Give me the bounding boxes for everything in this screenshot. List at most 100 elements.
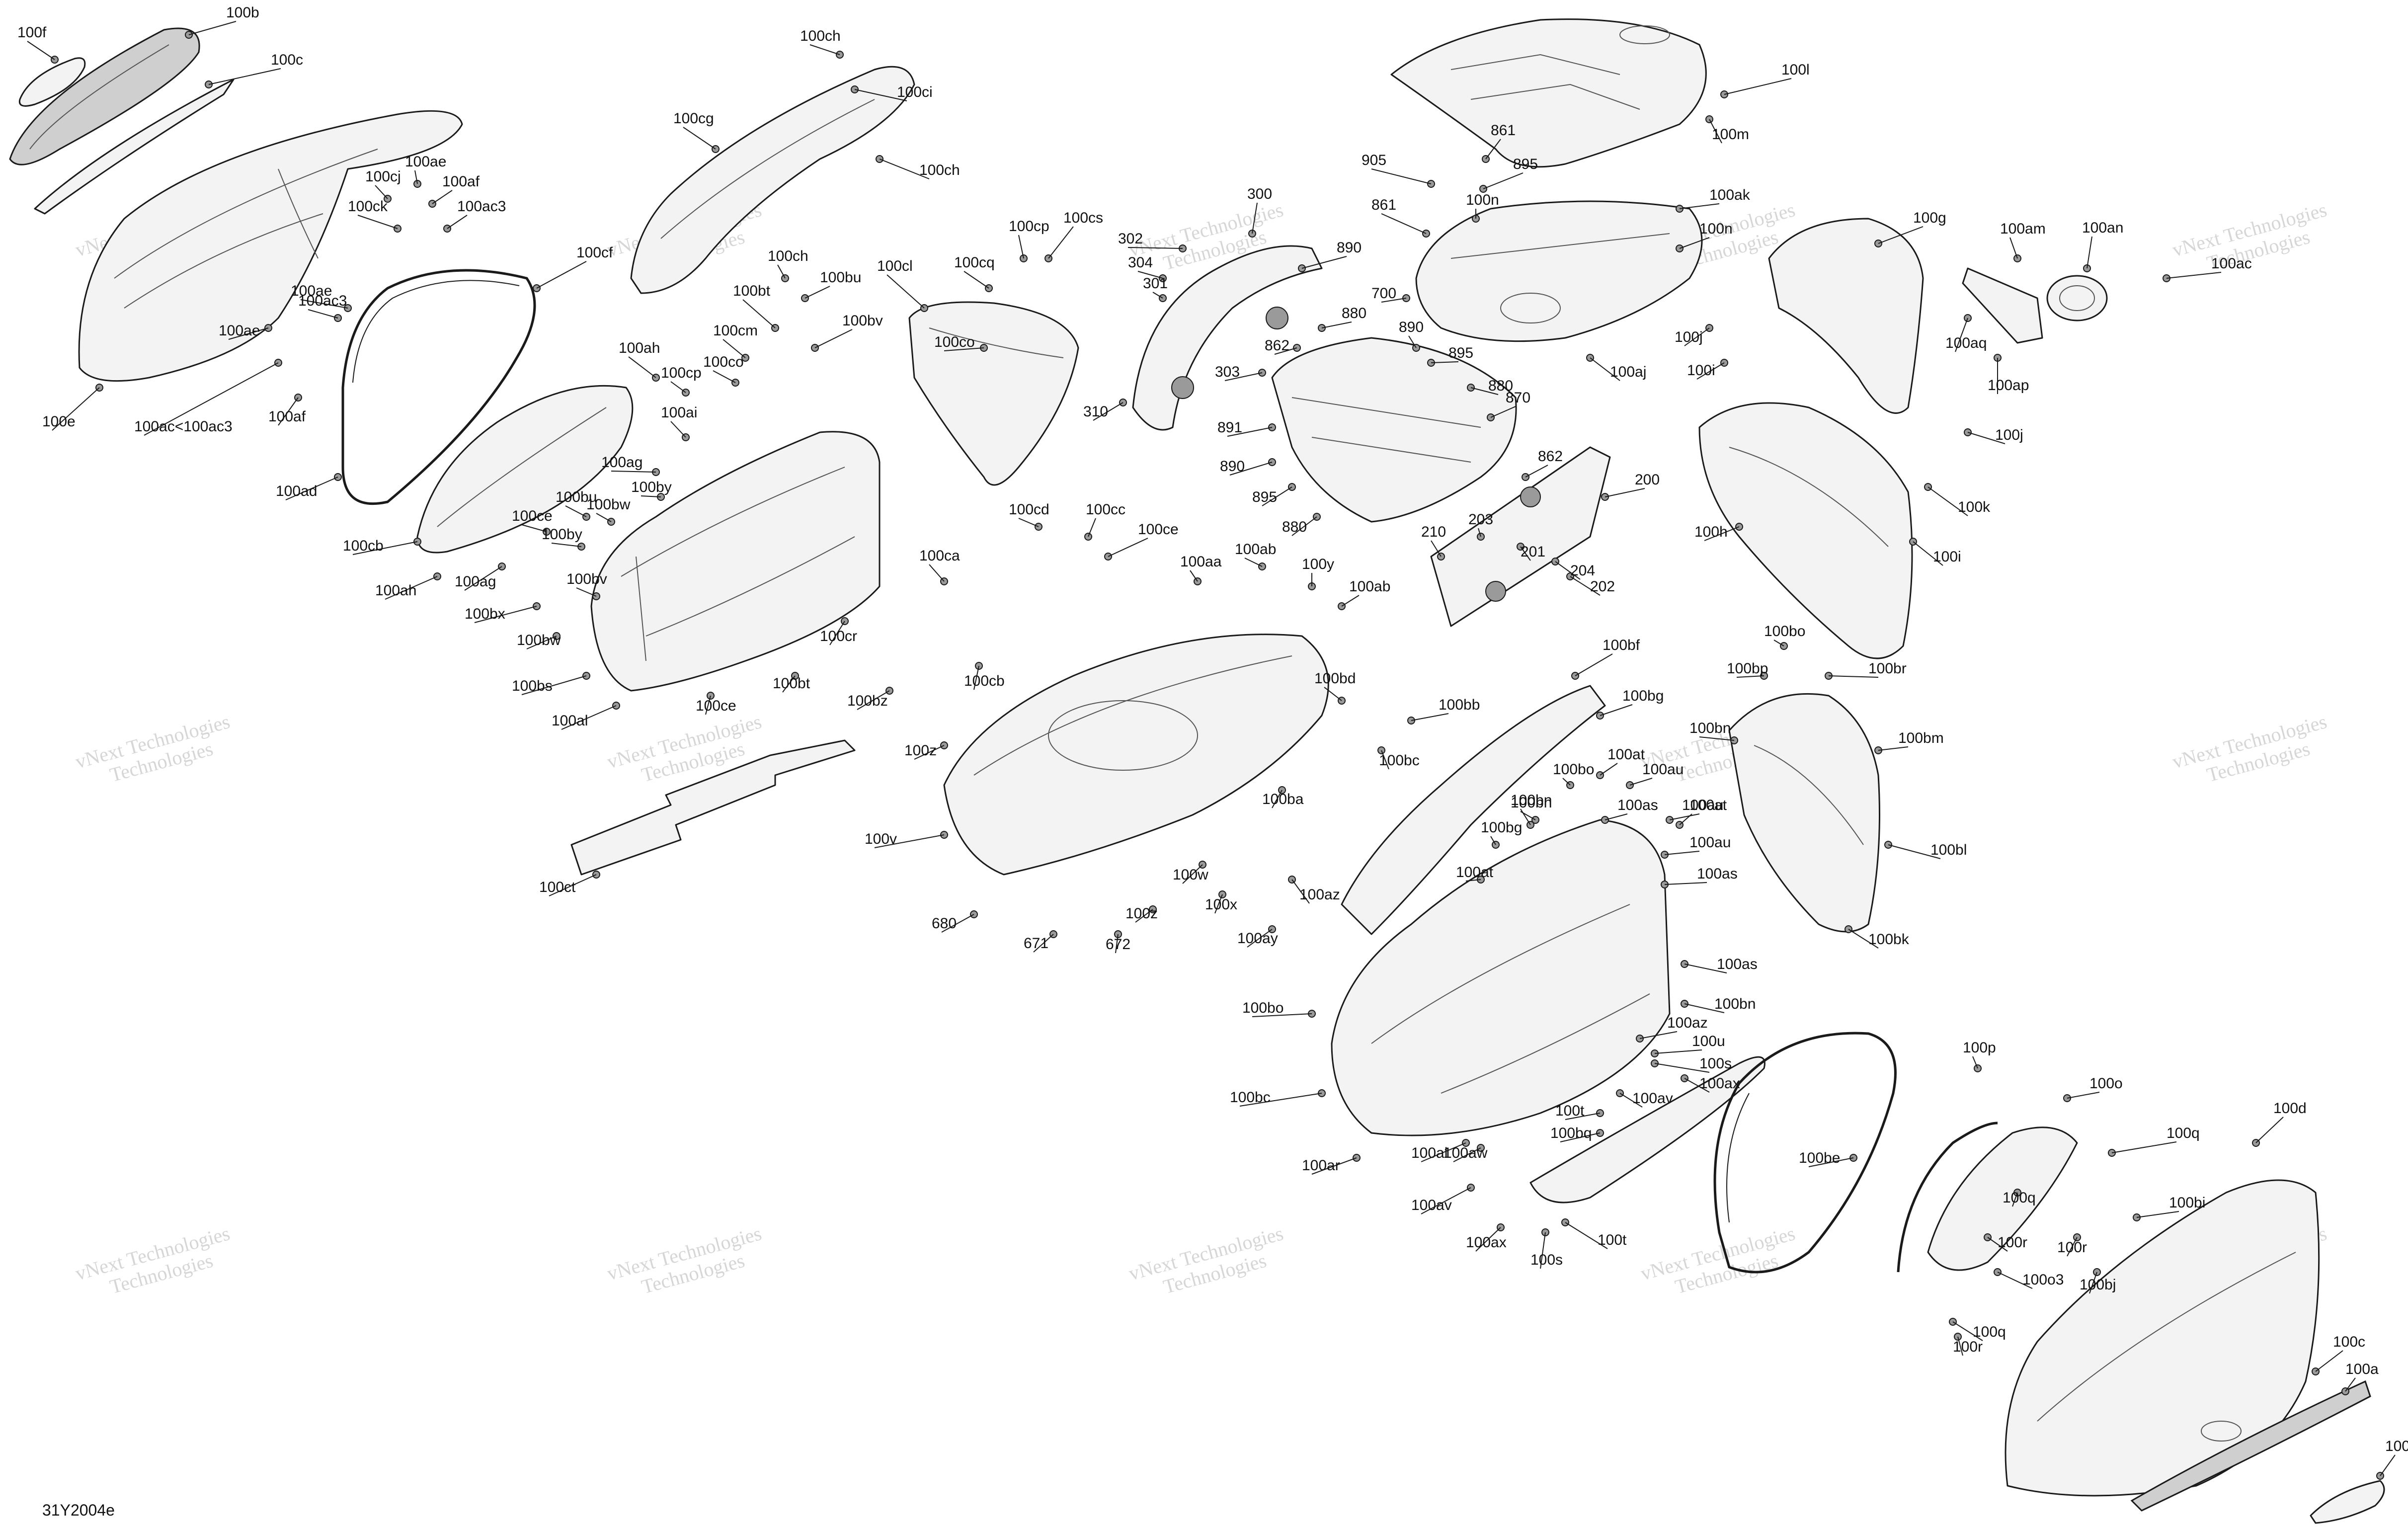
callout-leader [1669,813,1700,820]
callout-label: 100ac<100ac3 [134,418,233,435]
callout-leader [1485,139,1501,160]
callout-leader [857,690,890,710]
callout-label: 671 [1024,935,1048,952]
callout-leader [1684,1003,1725,1013]
part-100az-lid-strip [1529,1056,1766,1204]
callout-label: 100bq [1550,1125,1592,1141]
callout-leader [521,524,547,532]
callout-label: 100s [1530,1252,1563,1268]
callout-leader [1600,763,1618,776]
callout-label: 100bo [1242,1000,1284,1016]
callout-label: 100be [1799,1150,1840,1166]
callout-leader [1679,203,1720,209]
callout-leader [742,299,776,328]
callout-leader [641,495,661,497]
callout-leader [1696,362,1725,380]
callout-leader [2067,1237,2078,1257]
callout-label: 880 [1282,519,1307,535]
callout-leader [1629,778,1653,786]
callout-leader [809,44,840,55]
callout-leader [1664,851,1700,855]
callout-label: 100aq [1945,335,1987,351]
callout-label: 100cg [673,110,714,127]
callout-leader [1987,1237,2008,1252]
callout-label: 100at [1456,864,1494,881]
callout-leader [1421,1142,1466,1162]
callout-label: 100ar [1302,1157,1340,1174]
callout-leader [722,339,746,358]
callout-label: 100ae [405,154,446,170]
callout-leader [1565,1113,1601,1120]
callout-label: 100al [552,713,588,729]
callout-leader [1227,427,1273,437]
callout-leader [1324,687,1342,701]
part-100ct-foam [570,739,856,876]
callout-label: 100n [1466,192,1499,208]
callout-label: 100bt [773,675,810,692]
part-100ar-saddlebag-body [1331,819,1671,1136]
callout-label: 100g [1913,210,1946,226]
callout-label: 100cm [713,322,758,339]
callout-label: 100bg [1481,819,1522,836]
callout-label: 100cq [954,254,995,271]
callout-leader [1888,844,1941,859]
callout-leader [565,505,587,517]
callout-leader [1619,1093,1643,1108]
callout-label: 100by [542,526,582,543]
callout-leader [1381,750,1389,770]
callout-leader [1639,1031,1678,1039]
callout-leader [1848,929,1879,949]
callout-label: 100ay [1237,930,1278,947]
callout-label: 100ad [276,483,317,499]
callout-leader [814,329,853,348]
callout-leader [1709,119,1722,144]
callout-label: 201 [1521,544,1545,560]
part-100b-trim [9,27,200,165]
callout-leader [941,914,974,933]
callout-label: 100ag [455,573,496,590]
callout-leader [1679,237,1710,249]
callout-label: 100am [2000,221,2046,237]
callout-leader [1411,713,1449,721]
callout-label: 100ac [2211,255,2252,272]
callout-leader [1520,546,1531,561]
callout-leader [1048,226,1074,259]
callout-leader [804,286,830,299]
callout-leader [1808,1157,1854,1167]
callout-label: 862 [1538,448,1563,465]
callout-leader [1654,1049,1702,1054]
callout-leader [1957,1336,1963,1356]
callout-leader [1115,934,1119,954]
callout-leader [705,695,711,715]
callout-label: 100s [1699,1055,1732,1072]
diagram-code: 31Y2004e [42,1501,115,1519]
callout-label: 870 [1506,390,1530,406]
callout-label: 100co [703,354,744,370]
callout-label: 303 [1215,364,1240,380]
callout-label: 895 [1513,156,1538,172]
callout-leader [1562,778,1571,786]
callout-label: 100p [1963,1040,1996,1056]
callout-leader [144,362,279,436]
callout-leader [1108,538,1148,557]
callout-label: 100by [631,479,672,495]
part-100o-inner-panel [1927,1126,2078,1271]
callout-label: 100bo [1764,623,1805,640]
callout-label: 100bf [1603,637,1640,653]
callout-leader [1381,213,1427,234]
part-100p-strip [1897,1122,1998,1273]
callout-label: 100z [904,742,937,759]
callout-leader [1684,1078,1710,1093]
callout-leader [1684,327,1710,346]
callout-label: 100cb [343,538,384,554]
part-100c-strip-right [2130,1380,2371,1512]
callout-label: 100az [1299,886,1340,903]
callout-leader [1736,675,1765,678]
callout-label: 100e [42,413,76,430]
callout-label: 100c [2333,1334,2365,1350]
callout-label: 100bb [1439,697,1480,713]
callout-leader [944,347,984,351]
callout-leader [1490,836,1496,845]
callout-label: 100av [1411,1197,1452,1213]
